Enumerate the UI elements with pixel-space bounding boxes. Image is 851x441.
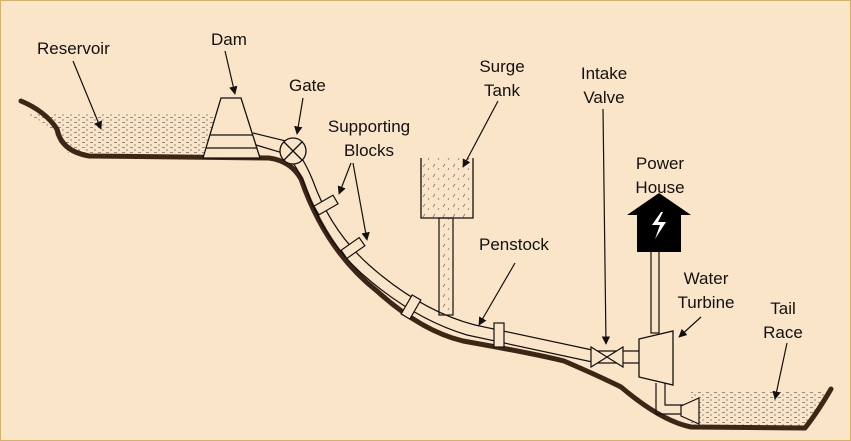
intake-valve-arrow	[601, 108, 611, 345]
power-house-label: Power House	[625, 152, 695, 200]
intake-valve-label-line1: Intake	[580, 64, 628, 83]
penstock-label: Penstock	[479, 235, 549, 254]
power-house-label-line1: Power	[635, 154, 685, 173]
dam-arrow	[224, 50, 238, 95]
supporting-block-3	[400, 294, 422, 320]
dam	[202, 97, 261, 159]
gate-label: Gate	[289, 76, 326, 95]
supporting-blocks-label-line1: Supporting	[327, 117, 411, 136]
gate-symbol	[279, 137, 307, 165]
dam-label: Dam	[211, 30, 247, 49]
tail-race-water	[691, 391, 827, 429]
supporting-blocks-label-line2: Blocks	[343, 141, 395, 160]
penstock-arrow	[478, 262, 516, 326]
surge-tank-arrow	[462, 100, 499, 168]
tail-race-label-line1: Tail	[770, 299, 796, 318]
supporting-blocks-arrow-1	[337, 162, 352, 195]
tail-race-label: Tail Race	[753, 297, 813, 345]
water-turbine-label-line2: Turbine	[677, 293, 735, 312]
power-house-label-line2: House	[635, 178, 685, 197]
water-turbine-label-line1: Water	[683, 269, 729, 288]
intake-valve-symbol	[590, 345, 624, 369]
power-house-icon	[627, 193, 691, 252]
supporting-blocks-label: Supporting Blocks	[319, 115, 419, 163]
water-turbine-arrow	[678, 316, 702, 338]
gate-arrow	[294, 97, 304, 135]
surge-tank-label-line2: Tank	[484, 81, 520, 100]
supporting-block-1	[313, 194, 339, 216]
reservoir-label: Reservoir	[37, 39, 110, 58]
surge-tank-label-line1: Surge	[479, 57, 525, 76]
supporting-block-4	[493, 322, 505, 348]
intake-valve-label-line2: Valve	[583, 88, 625, 107]
water-turbine-label: Water Turbine	[669, 267, 743, 315]
intake-valve-label: Intake Valve	[569, 62, 639, 110]
water-turbine-symbol	[638, 248, 700, 425]
supporting-block-2	[340, 236, 366, 260]
supporting-blocks-arrow-2	[352, 162, 370, 241]
penstock-pipe-lower	[255, 144, 598, 364]
tail-race-label-line2: Race	[763, 323, 803, 342]
surge-tank	[420, 158, 474, 316]
surge-tank-label: Surge Tank	[467, 55, 537, 103]
tail-race-arrow	[772, 342, 788, 400]
reservoir-arrow	[72, 60, 103, 130]
